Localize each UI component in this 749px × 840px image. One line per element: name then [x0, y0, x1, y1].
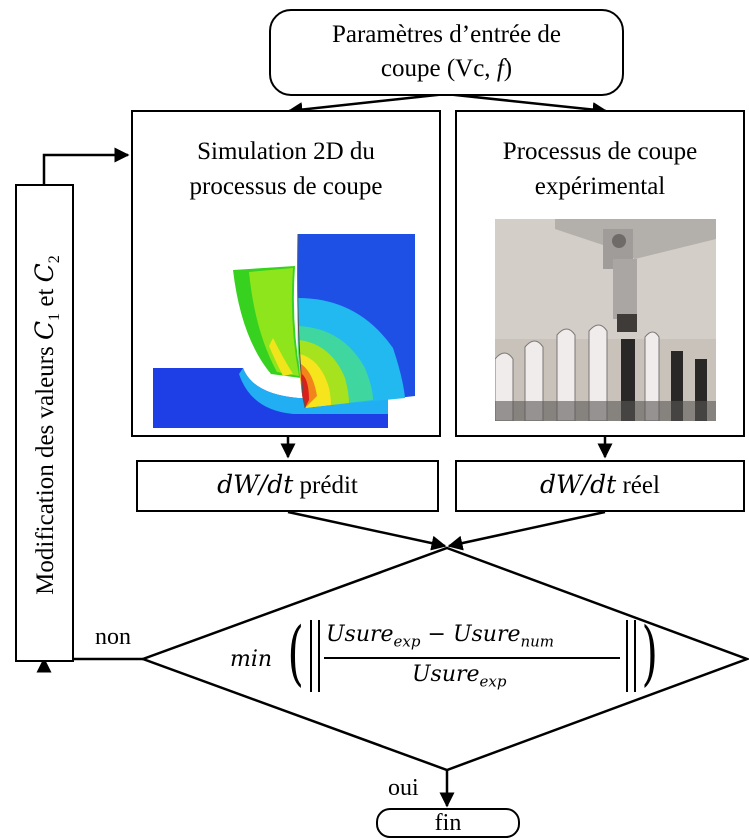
- modification-label: Modification des valeurs C1 et C2: [30, 255, 63, 595]
- fem-simulation-image: [153, 233, 415, 428]
- arrow-real-to-decision: [447, 510, 606, 551]
- end-box: [376, 808, 520, 838]
- real-result-box: [455, 460, 745, 512]
- simulation-title-line1: Simulation 2D du: [197, 138, 375, 165]
- formula-fraction-bar: [324, 657, 620, 659]
- arrow-predicted-to-decision: [287, 510, 447, 551]
- predicted-result-label: dW/dt prédit: [217, 470, 358, 499]
- formula-paren-right: ): [641, 612, 658, 694]
- input-parameters-line1: Paramètres d’entrée de: [331, 21, 562, 48]
- predicted-result-box: [136, 460, 439, 512]
- formula-paren-left: (: [287, 612, 304, 694]
- arrow-to-simulation: [287, 92, 447, 118]
- experiment-title-line2: expérimental: [534, 173, 666, 200]
- experiment-photo: [495, 219, 716, 421]
- yes-branch-label: oui: [388, 775, 419, 801]
- simulation-title-line2: processus de coupe: [189, 173, 383, 200]
- formula-norm-left: [310, 620, 320, 692]
- input-parameters-box: [269, 9, 624, 96]
- arrow-to-experiment: [445, 92, 608, 118]
- modification-box: [15, 184, 74, 662]
- experiment-title-line1: Processus de coupe: [502, 138, 698, 165]
- no-branch-label: non: [95, 624, 131, 650]
- decision-formula: min ( Usureexp − Usurenum Usureexp ): [230, 612, 660, 712]
- input-parameters-line2: coupe (Vc, f): [380, 55, 513, 82]
- formula-min: min: [230, 647, 273, 672]
- formula-numerator: Usureexp − Usurenum: [326, 622, 555, 651]
- formula-norm-right: [626, 620, 636, 692]
- end-label: fin: [434, 810, 462, 836]
- arrow-loop-back: [42, 147, 130, 184]
- real-result-label: dW/dt réel: [540, 470, 660, 499]
- formula-denominator: Usureexp: [412, 662, 507, 691]
